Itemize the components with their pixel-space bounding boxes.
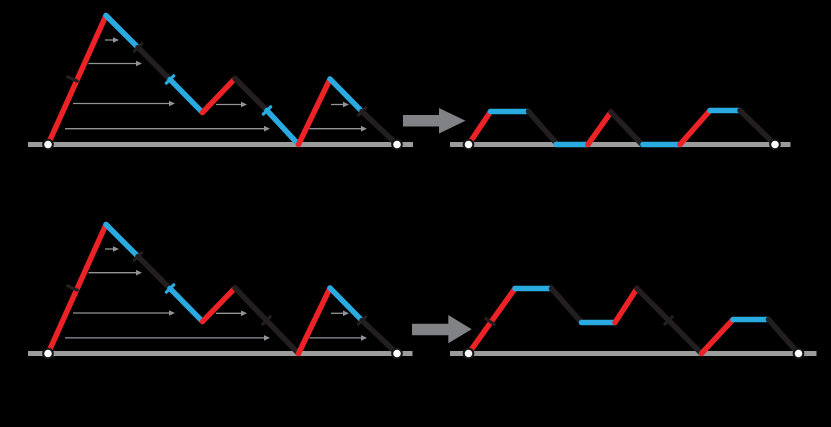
tunnel-arrowhead-icon [343, 310, 349, 317]
top-left-start-node [42, 138, 54, 151]
top-right-step-5-red-up [585, 109, 614, 148]
bottom-left-step-boundary-tick-2 [132, 251, 144, 262]
top-left-tunnel-arrow-5 [331, 101, 349, 108]
tunnel-arrowhead-icon [241, 310, 247, 317]
top-left-step-boundary-tick-2 [132, 42, 144, 53]
top-left-panel [28, 12, 413, 151]
tunnel-arrowhead-icon [136, 60, 142, 67]
top-left-step-4-blue-down [167, 76, 206, 116]
top-left-tunnel-arrow-7 [309, 125, 367, 132]
bottom-left-panel [28, 221, 413, 360]
bottom-right-step-7-red-up [698, 316, 736, 357]
tunnel-arrowhead-icon [169, 310, 175, 316]
bottom-left-end-node [391, 347, 403, 360]
top-left-tunnel-arrow-6 [65, 125, 270, 132]
bottom-right-step-boundary-tick-1 [484, 316, 496, 327]
top-left-step-boundary-tick-4 [261, 105, 273, 116]
bottom-left-step-boundary-tick-1 [66, 284, 79, 292]
top-left-step-9-blue-down [327, 76, 365, 115]
bottom-left-step-boundary-tick-4 [261, 315, 272, 326]
bottom-left-step-7-red-up [295, 285, 333, 357]
top-left-tunnel-arrow-3 [73, 100, 175, 107]
top-right-step-8-red-up [677, 107, 713, 148]
top-right-step-3-black-down [525, 108, 561, 148]
top-right-step-1-red-up [465, 108, 494, 148]
tunnel-arrowhead-icon [169, 100, 175, 107]
top-left-step-10-black-down [359, 108, 400, 148]
bottom-left-tunnel-arrow-4 [216, 310, 247, 317]
tunnel-arrowhead-icon [113, 37, 119, 43]
bottom-left-tunnel-arrow-2 [88, 269, 142, 276]
bottom-left-step-boundary-tick-3 [164, 283, 176, 294]
bottom-left-tunnel-arrow-7 [309, 335, 367, 341]
top-right-end-node [769, 138, 781, 151]
bottom-left-step-boundary-tick-5 [356, 315, 368, 326]
bottom-left-step-8-blue-down [327, 285, 365, 324]
bottom-right-step-9-black-down [765, 316, 802, 357]
top-transform-arrow-icon [403, 108, 466, 134]
top-right-step-10-black-down [737, 107, 778, 148]
tunnel-arrowhead-icon [264, 335, 270, 341]
bottom-right-step-3-black-down [548, 285, 585, 326]
tunnel-arrowhead-icon [136, 269, 142, 276]
top-right-step-6-black-down [608, 109, 645, 148]
bottom-right-end-node [792, 347, 805, 360]
top-left-step-7-blue-down [264, 107, 302, 148]
top-left-end-node [391, 138, 403, 151]
tunnel-arrowhead-icon [113, 246, 119, 252]
bottom-left-tunnel-arrow-5 [331, 310, 349, 317]
top-left-tunnel-arrow-4 [216, 101, 247, 108]
top-left-step-boundary-tick-5 [356, 106, 368, 117]
tunnel-arrowhead-icon [264, 125, 270, 132]
bottom-left-step-9-black-down [359, 317, 400, 357]
top-left-step-boundary-tick-3 [164, 74, 176, 85]
row-bottom [28, 221, 817, 360]
bottom-left-start-node [42, 347, 54, 360]
bottom-right-panel [450, 285, 817, 360]
bottom-left-tunnel-arrow-6 [65, 335, 270, 341]
tunnel-arrowhead-icon [361, 125, 367, 132]
tunnel-arrowhead-icon [343, 101, 349, 108]
bottom-right-step-5-red-up [612, 285, 640, 326]
top-left-step-8-red-up [295, 76, 333, 148]
top-right-panel [450, 107, 791, 151]
top-left-tunnel-arrow-2 [88, 60, 142, 67]
top-left-step-6-black-down [232, 75, 270, 114]
bottom-left-step-5-red-up [199, 285, 238, 325]
tunnel-arrowhead-icon [241, 101, 247, 108]
top-left-step-3-black-down [135, 44, 173, 83]
bottom-transform-arrow-icon [412, 315, 472, 344]
bottom-left-tunnel-arrow-3 [73, 310, 175, 316]
row-top [28, 12, 791, 151]
top-left-step-2-blue-down [103, 12, 141, 51]
top-left-step-5-red-up [199, 75, 238, 116]
bottom-left-step-2-blue-down [103, 221, 141, 260]
bottom-right-start-node [462, 347, 475, 360]
bottom-right-step-boundary-tick-2 [663, 315, 674, 326]
bottom-left-tunnel-arrow-1 [105, 246, 119, 252]
top-right-start-node [462, 138, 475, 151]
top-left-step-boundary-tick-1 [66, 75, 79, 83]
top-left-tunnel-arrow-1 [105, 37, 119, 43]
bottom-left-step-4-blue-down [167, 285, 206, 325]
tunnel-arrowhead-icon [361, 335, 367, 341]
bottom-left-step-3-black-down [135, 253, 173, 292]
